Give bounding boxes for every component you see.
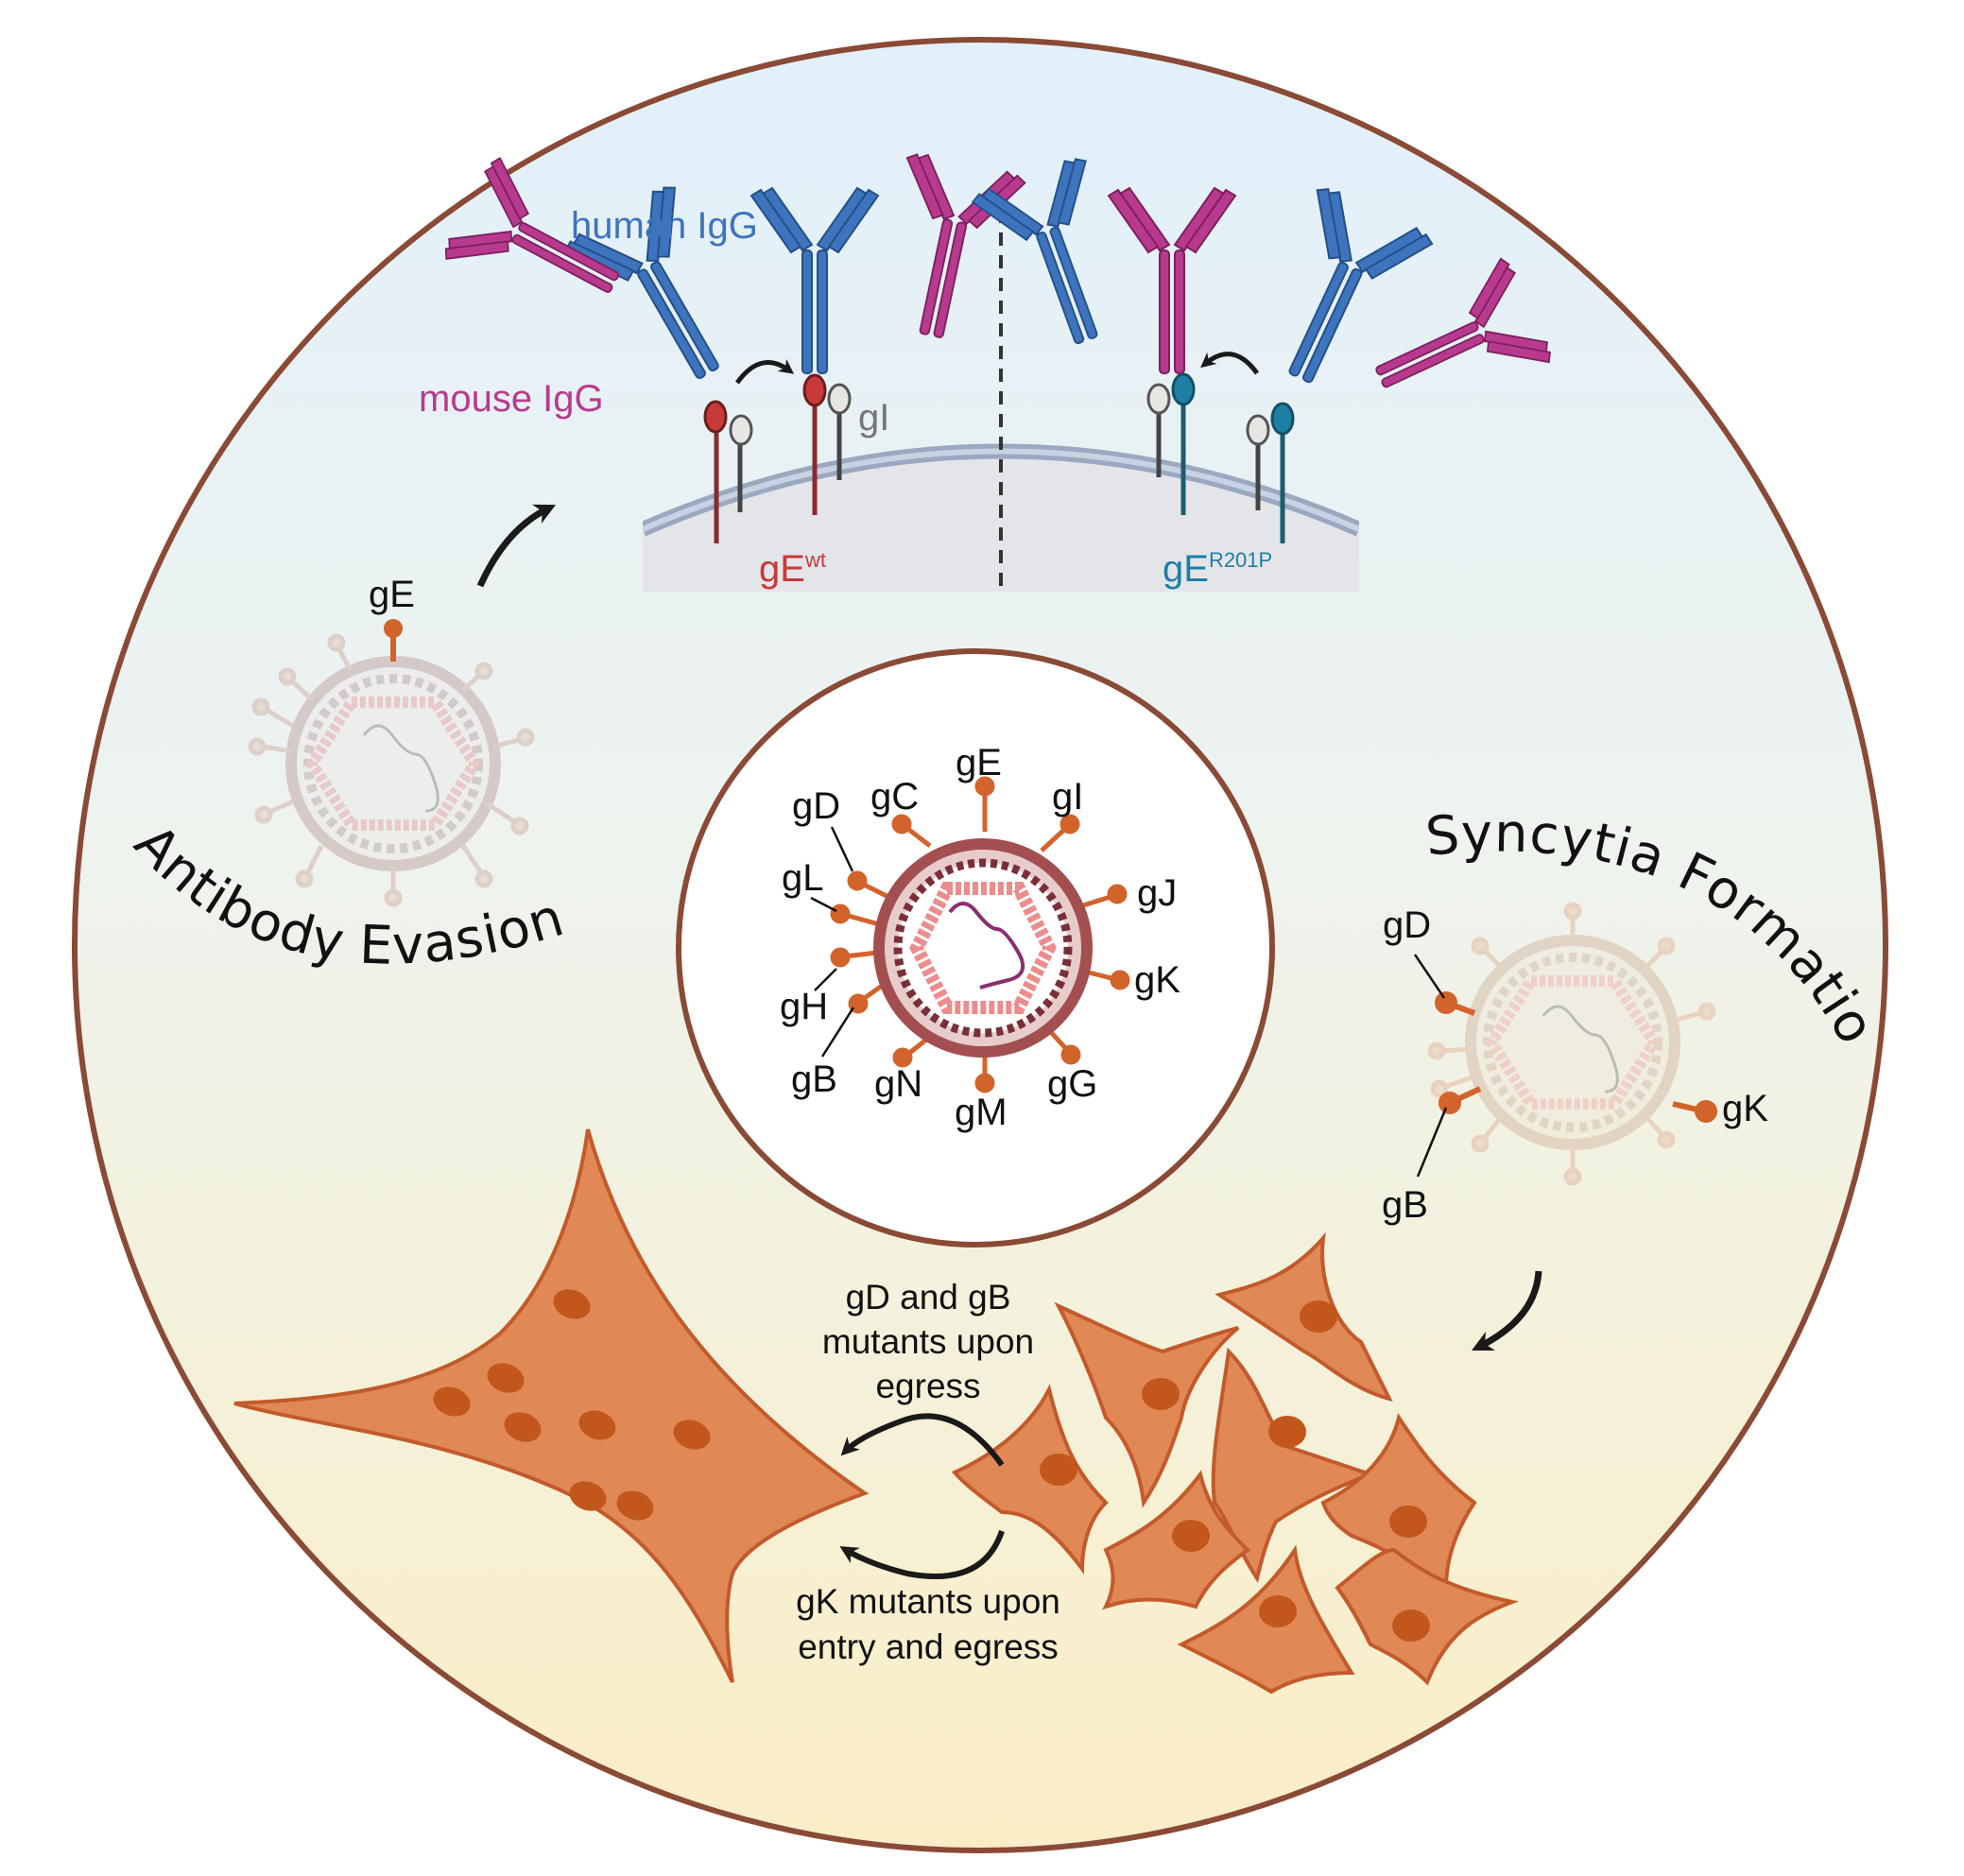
membrane-glycoproteins	[703, 372, 1295, 543]
center-gc-label: gC	[870, 776, 919, 818]
center-virus	[830, 776, 1130, 1093]
center-gb-label: gB	[791, 1058, 837, 1100]
human-igg-free-2	[971, 158, 1098, 345]
ge-mut-base: gE	[1163, 548, 1209, 590]
human-igg-label: human IgG	[571, 205, 758, 247]
small-cell	[1054, 1301, 1240, 1508]
note-lower-line2: entry and egress	[798, 1627, 1059, 1666]
arrow-virus-to-cells	[1471, 1270, 1542, 1351]
center-gg-label: gG	[1047, 1063, 1097, 1105]
small-cell	[1177, 1544, 1355, 1695]
small-cell	[951, 1384, 1109, 1575]
human-igg-free-1	[563, 186, 719, 380]
arrow-virus-to-membrane	[476, 504, 557, 588]
bind-arrow-right	[1200, 352, 1260, 375]
cell-cluster	[951, 1231, 1520, 1695]
note-upper-line2: mutants upon	[822, 1322, 1034, 1361]
arrow-upper-to-syncytium	[840, 1413, 1005, 1467]
center-virus-dna	[948, 902, 1025, 990]
center-gl-label: gL	[782, 857, 824, 899]
ge-wt-base: gE	[759, 548, 805, 590]
mouse-igg-label: mouse IgG	[419, 378, 604, 420]
mouse-igg-free-3	[1375, 257, 1551, 388]
ge-wt-sup: wt	[804, 548, 826, 572]
center-gn-label: gN	[874, 1063, 922, 1105]
left-virus-ge-head	[384, 619, 403, 638]
gi-head	[729, 414, 753, 446]
center-gm-label: gM	[955, 1092, 1008, 1133]
mouse-igg-bound	[1107, 186, 1237, 374]
ge-mutant-label: gER201P	[1163, 548, 1272, 590]
ge-wt-head	[703, 400, 728, 434]
human-igg-free-3	[1288, 187, 1434, 384]
right-gd-label: gD	[1383, 904, 1431, 946]
antibodies	[444, 153, 1551, 388]
right-virus	[1427, 902, 1716, 1186]
right-gk-label: gK	[1722, 1088, 1768, 1129]
small-cell	[1320, 1413, 1477, 1592]
note-upper-line3: egress	[875, 1367, 980, 1405]
note-upper-line1: gD and gB	[846, 1278, 1011, 1317]
center-gh-label: gH	[780, 986, 828, 1027]
left-virus	[248, 633, 535, 907]
small-cell	[1102, 1470, 1251, 1610]
ge-mutant-head	[1171, 372, 1196, 406]
arrow-lower-to-syncytium	[839, 1530, 1005, 1579]
small-cell	[1335, 1547, 1520, 1686]
small-cell	[1215, 1231, 1393, 1402]
right-gb-label: gB	[1382, 1184, 1428, 1226]
ge-wt-label: gEwt	[759, 548, 826, 590]
left-virus-ge-label: gE	[369, 574, 415, 615]
right-virus-highlighted-spikes	[1435, 991, 1717, 1123]
center-ge-label: gE	[956, 742, 1002, 783]
center-label-leaders	[810, 826, 855, 1058]
bind-arrow-left	[734, 358, 795, 385]
mouse-igg-free-1	[444, 157, 620, 293]
center-gj-label: gJ	[1137, 872, 1177, 914]
syncytium-cell	[233, 1128, 870, 1683]
ge-mut-sup: R201P	[1209, 548, 1272, 572]
center-gi-label: gI	[1052, 776, 1083, 818]
gi-label: gI	[858, 397, 889, 439]
center-gd-label: gD	[792, 785, 840, 827]
right-virus-leaders	[1413, 954, 1448, 1178]
human-igg-bound	[749, 186, 880, 374]
note-lower-line1: gK mutants upon	[796, 1582, 1060, 1621]
small-cell	[1211, 1347, 1376, 1583]
center-gk-label: gK	[1134, 959, 1180, 1001]
